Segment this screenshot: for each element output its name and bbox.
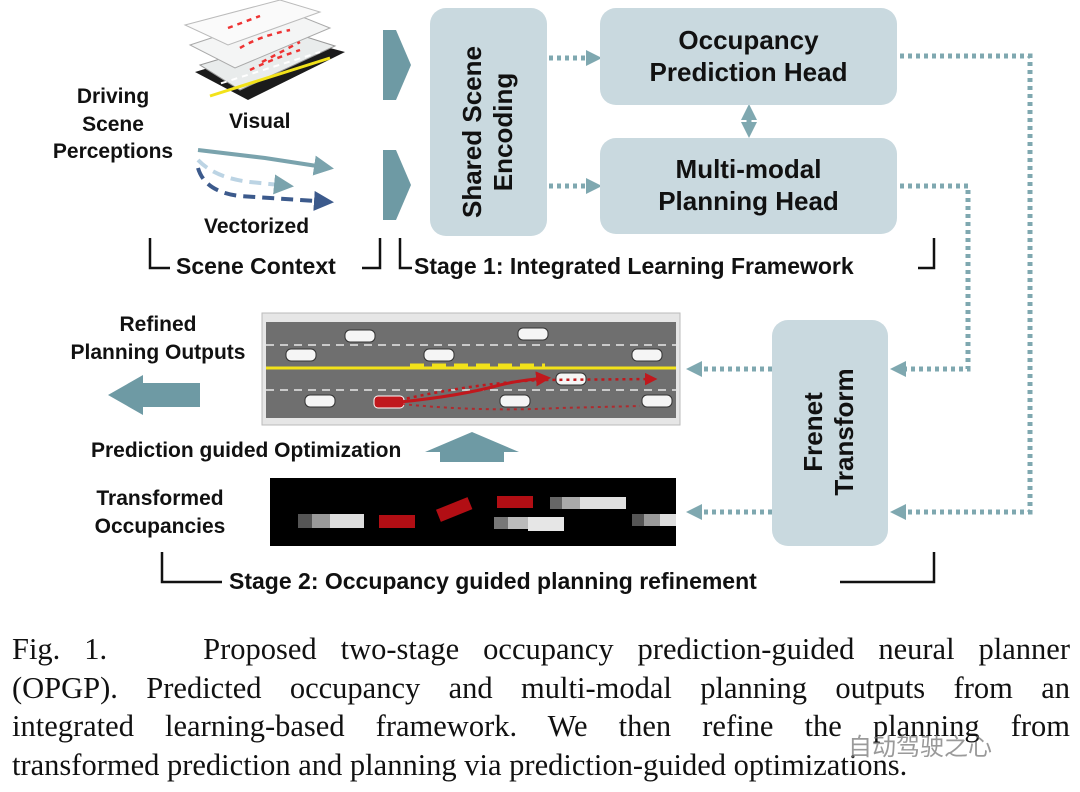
multimodal-planning-head-box: Multi-modal Planning Head <box>600 138 897 234</box>
vectorized-trajectories-icon <box>196 148 334 211</box>
mph-line-2: Planning Head <box>658 186 839 216</box>
caption-line-3: integrated learning-based framework. We … <box>12 709 1070 743</box>
caption-line-4: transformed prediction and planning via … <box>12 747 908 782</box>
refined-planning-outputs-label: Refined Planning Outputs <box>58 311 258 366</box>
stage2-label: Stage 2: Occupancy guided planning refin… <box>229 568 757 594</box>
refined-output-arrow <box>108 375 200 415</box>
caption-line-2: (OPGP). Predicted occupancy and multi-mo… <box>12 670 1070 705</box>
rpo-line-1: Refined <box>119 313 197 336</box>
transformed-occupancies-label: Transformed Occupancies <box>70 485 250 540</box>
driving-scene-perceptions-label: Driving Scene Perceptions <box>40 83 186 166</box>
sse-line-2: Encoding <box>488 72 519 192</box>
prediction-guided-optimization-label: Prediction guided Optimization <box>91 439 402 462</box>
to-line-2: Occupancies <box>94 514 226 538</box>
dotted-connectors <box>549 49 1033 521</box>
stage2-bracket <box>160 552 936 584</box>
occupancy-prediction-head-box: Occupancy Prediction Head <box>600 8 897 105</box>
vectorized-label: Vectorized <box>204 215 310 238</box>
caption-line-1: Fig. 1. Proposed two-stage occupancy pre… <box>12 632 1070 666</box>
stage1-bracket <box>398 238 936 270</box>
occupancy-map <box>270 478 676 546</box>
stage1-label: Stage 1: Integrated Learning Framework <box>414 253 854 279</box>
watermark: 自动驾驶之心 <box>848 733 992 761</box>
rpo-line-2: Planning Outputs <box>70 340 246 364</box>
perceptions-line-3: Perceptions <box>52 140 174 163</box>
ft-line-2: Transform <box>829 368 860 496</box>
visual-label: Visual <box>229 110 291 133</box>
figure-caption: Fig. 1. Proposed two-stage occupancy pre… <box>12 630 1070 784</box>
frenet-transform-label: Frenet Transform <box>798 352 862 512</box>
perceptions-line-1: Driving <box>76 85 150 108</box>
mph-line-1: Multi-modal <box>675 154 822 185</box>
frenet-transform-box <box>772 320 888 546</box>
sse-line-1: Shared Scene <box>457 46 487 218</box>
shared-scene-encoding-box <box>430 8 547 236</box>
oph-line-1: Occupancy <box>678 24 819 55</box>
optimization-up-arrow <box>425 432 519 462</box>
ft-line-1: Frenet <box>798 392 828 472</box>
perceptions-line-2: Scene <box>82 112 144 136</box>
to-line-1: Transformed <box>96 487 224 510</box>
road-scene <box>261 312 681 426</box>
oph-line-2: Prediction Head <box>649 56 848 87</box>
visual-input-arrow <box>383 30 411 100</box>
vectorized-input-arrow <box>383 150 411 220</box>
scene-context-label: Scene Context <box>176 253 336 279</box>
scene-context-bracket <box>148 238 382 270</box>
shared-scene-encoding-label: Shared Scene Encoding <box>457 32 521 232</box>
visual-layers-icon <box>183 0 345 100</box>
